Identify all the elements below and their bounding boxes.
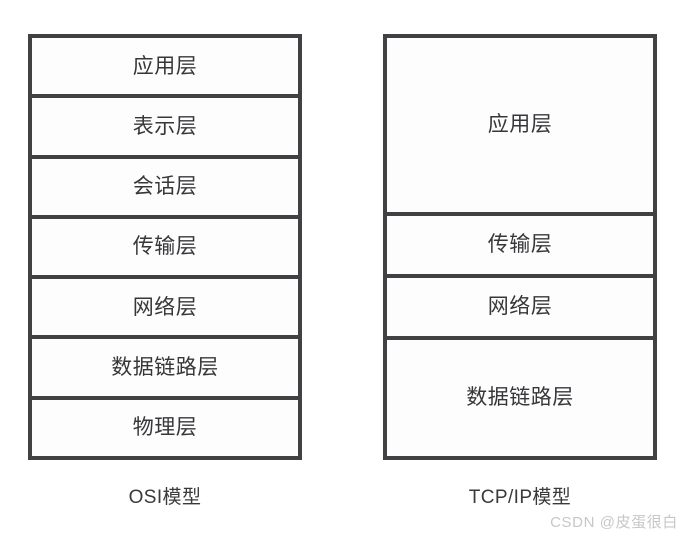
- osi-layer-presentation: 表示层: [32, 98, 298, 159]
- layer-label: 网络层: [132, 295, 198, 319]
- csdn-watermark: CSDN @皮蛋很白: [550, 514, 678, 531]
- layer-label: 数据链路层: [466, 386, 574, 410]
- osi-layer-transport: 传输层: [32, 218, 298, 280]
- osi-layer-network: 网络层: [32, 279, 298, 340]
- layer-label: 传输层: [132, 235, 198, 259]
- osi-layer-data-link: 数据链路层: [32, 339, 298, 400]
- tcpip-layer-application: 应用层: [387, 38, 653, 216]
- layer-label: 数据链路层: [111, 356, 219, 379]
- tcpip-layer-transport: 传输层: [387, 216, 653, 278]
- osi-layer-physical: 物理层: [32, 399, 298, 456]
- layer-label: 应用层: [132, 54, 198, 78]
- layer-label: 物理层: [132, 416, 198, 440]
- osi-layer-application: 应用层: [32, 38, 298, 99]
- tcpip-layer-data-link: 数据链路层: [387, 340, 653, 456]
- layer-label: 网络层: [487, 295, 553, 319]
- layer-label: 应用层: [487, 113, 553, 137]
- layer-label: 传输层: [487, 233, 553, 257]
- tcpip-layer-network: 网络层: [387, 278, 653, 340]
- osi-layer-session: 会话层: [32, 158, 298, 219]
- tcpip-model-stack: 应用层 传输层 网络层 数据链路层: [383, 34, 657, 460]
- osi-model-caption: OSI模型: [128, 487, 202, 508]
- layer-label: 会话层: [132, 175, 198, 199]
- layer-label: 表示层: [132, 114, 198, 138]
- osi-model-stack: 应用层 表示层 会话层 传输层 网络层 数据链路层 物理层: [28, 34, 302, 460]
- tcpip-model-caption: TCP/IP模型: [468, 487, 572, 508]
